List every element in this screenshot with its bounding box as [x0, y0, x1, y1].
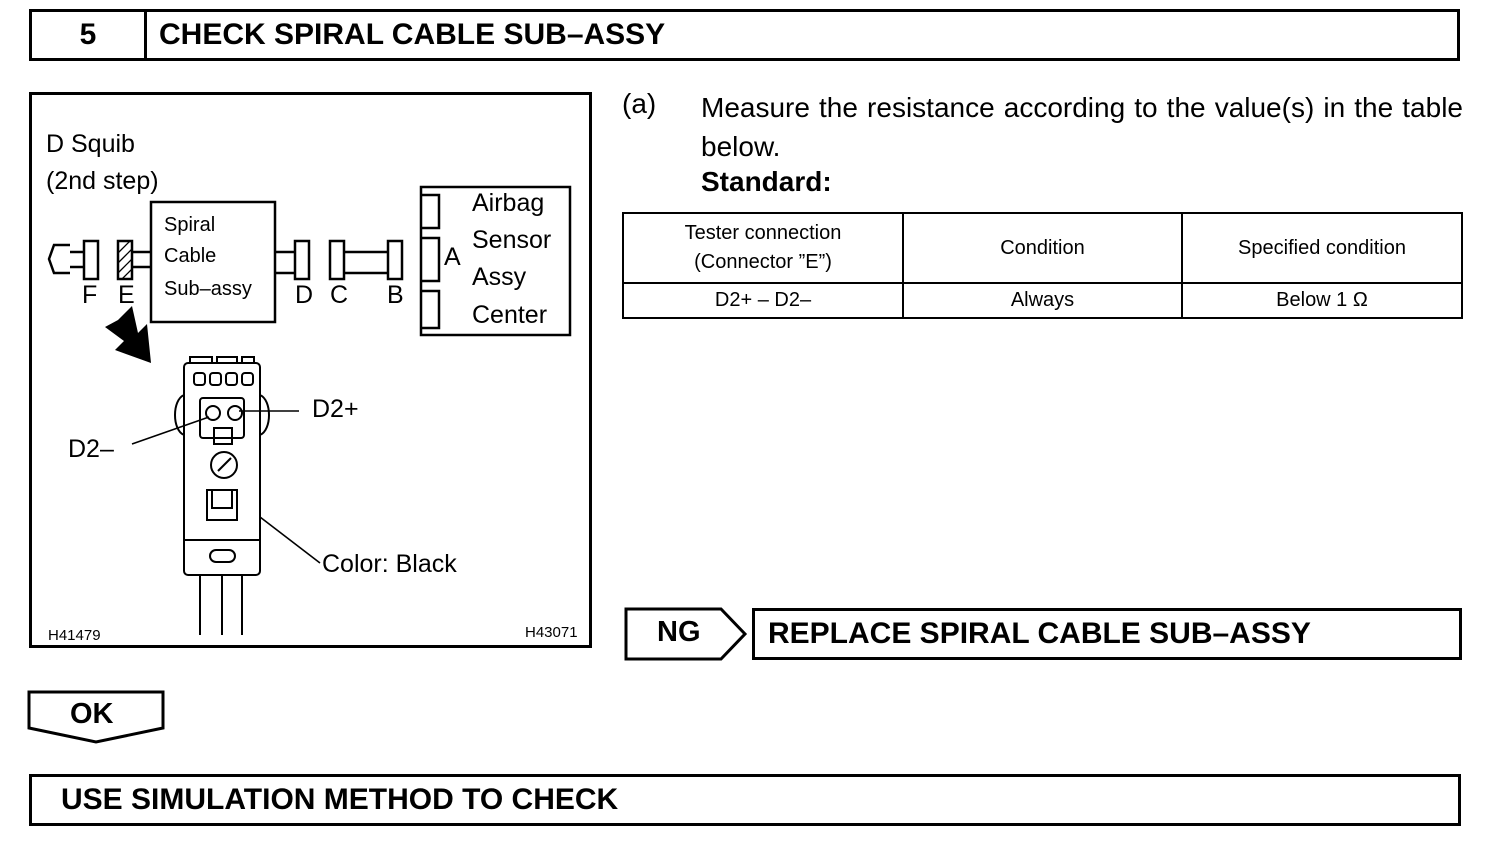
connector-d-label: D: [295, 281, 314, 309]
squib-label-line2: (2nd step): [46, 167, 159, 195]
step-number: 5: [32, 12, 147, 58]
spiral-cable-box: [149, 200, 277, 324]
instruction-text: Measure the resistance according to the …: [701, 92, 1463, 162]
ng-action-text: REPLACE SPIRAL CABLE SUB–ASSY: [768, 617, 1311, 650]
spiral-box-label-line3: Sub–assy: [164, 278, 252, 300]
connector-f-label: F: [82, 281, 98, 309]
diagram-drawing: [47, 185, 572, 635]
connector-c-label: C: [330, 281, 349, 309]
table-row: D2+ – D2– Always Below 1 Ω: [622, 282, 1463, 319]
ng-badge-arrow-icon: [624, 607, 748, 661]
airbag-box-label-line2: Sensor: [472, 226, 552, 254]
table-header-row: Tester connection (Connector ”E”) Condit…: [622, 212, 1463, 284]
connector-a-label: A: [444, 243, 461, 271]
ok-label: OK: [70, 698, 114, 730]
connector-f: [82, 239, 100, 281]
standard-label: Standard:: [701, 166, 832, 197]
figure-code-left: H41479: [48, 627, 101, 644]
gauge-icon: [210, 451, 238, 479]
header-specified-condition: Specified condition: [1181, 212, 1463, 284]
connector-d: [293, 239, 311, 281]
spec-table: Tester connection (Connector ”E”) Condit…: [622, 212, 1463, 319]
ng-label: NG: [657, 616, 701, 648]
final-result-box: USE SIMULATION METHOD TO CHECK: [29, 774, 1461, 826]
airbag-sensor-box: [419, 185, 572, 337]
connector-e-label: E: [118, 281, 135, 309]
squib-label-line1: D Squib: [46, 130, 135, 158]
final-action-text: USE SIMULATION METHOD TO CHECK: [61, 783, 619, 816]
connector-e: [116, 239, 134, 281]
spiral-box-label-line1: Spiral: [164, 214, 216, 236]
connector-b: [386, 239, 404, 281]
header-tester-line1: Tester connection: [684, 222, 842, 244]
color-callout: Color: Black: [322, 550, 457, 578]
wiring-diagram: D Squib (2nd step) Spiral Cable Sub–assy…: [29, 92, 592, 648]
terminal-d2-neg: [205, 405, 221, 421]
cell-specified: Below 1 Ω: [1181, 282, 1463, 319]
connector-c: [328, 239, 346, 281]
airbag-box-label-line1: Airbag: [472, 189, 545, 217]
ng-result-box: REPLACE SPIRAL CABLE SUB–ASSY: [752, 608, 1462, 660]
cell-condition: Always: [902, 282, 1183, 319]
terminal-d2-pos: [227, 405, 243, 421]
airbag-box-label-line3: Assy: [472, 263, 527, 291]
header-condition: Condition: [902, 212, 1183, 284]
connector-housing: [183, 362, 261, 576]
figure-code-right: H43071: [525, 624, 578, 641]
cell-connection: D2+ – D2–: [622, 282, 904, 319]
connector-f-plug: [47, 243, 70, 275]
arrow-icon: [105, 306, 151, 363]
connector-b-label: B: [387, 281, 404, 309]
terminal-neg-label: D2–: [68, 435, 114, 463]
ok-badge-arrow-icon: [27, 690, 165, 744]
header-tester-connection: Tester connection (Connector ”E”): [622, 212, 904, 284]
spiral-box-label-line2: Cable: [164, 245, 217, 267]
terminal-pos-label: D2+: [312, 395, 359, 423]
step-title: CHECK SPIRAL CABLE SUB–ASSY: [159, 18, 666, 51]
header-tester-line2: (Connector ”E”): [694, 251, 832, 273]
step-a-marker: (a): [622, 88, 657, 119]
airbag-box-label-line4: Center: [472, 301, 548, 329]
step-header: 5 CHECK SPIRAL CABLE SUB–ASSY: [29, 9, 1460, 61]
